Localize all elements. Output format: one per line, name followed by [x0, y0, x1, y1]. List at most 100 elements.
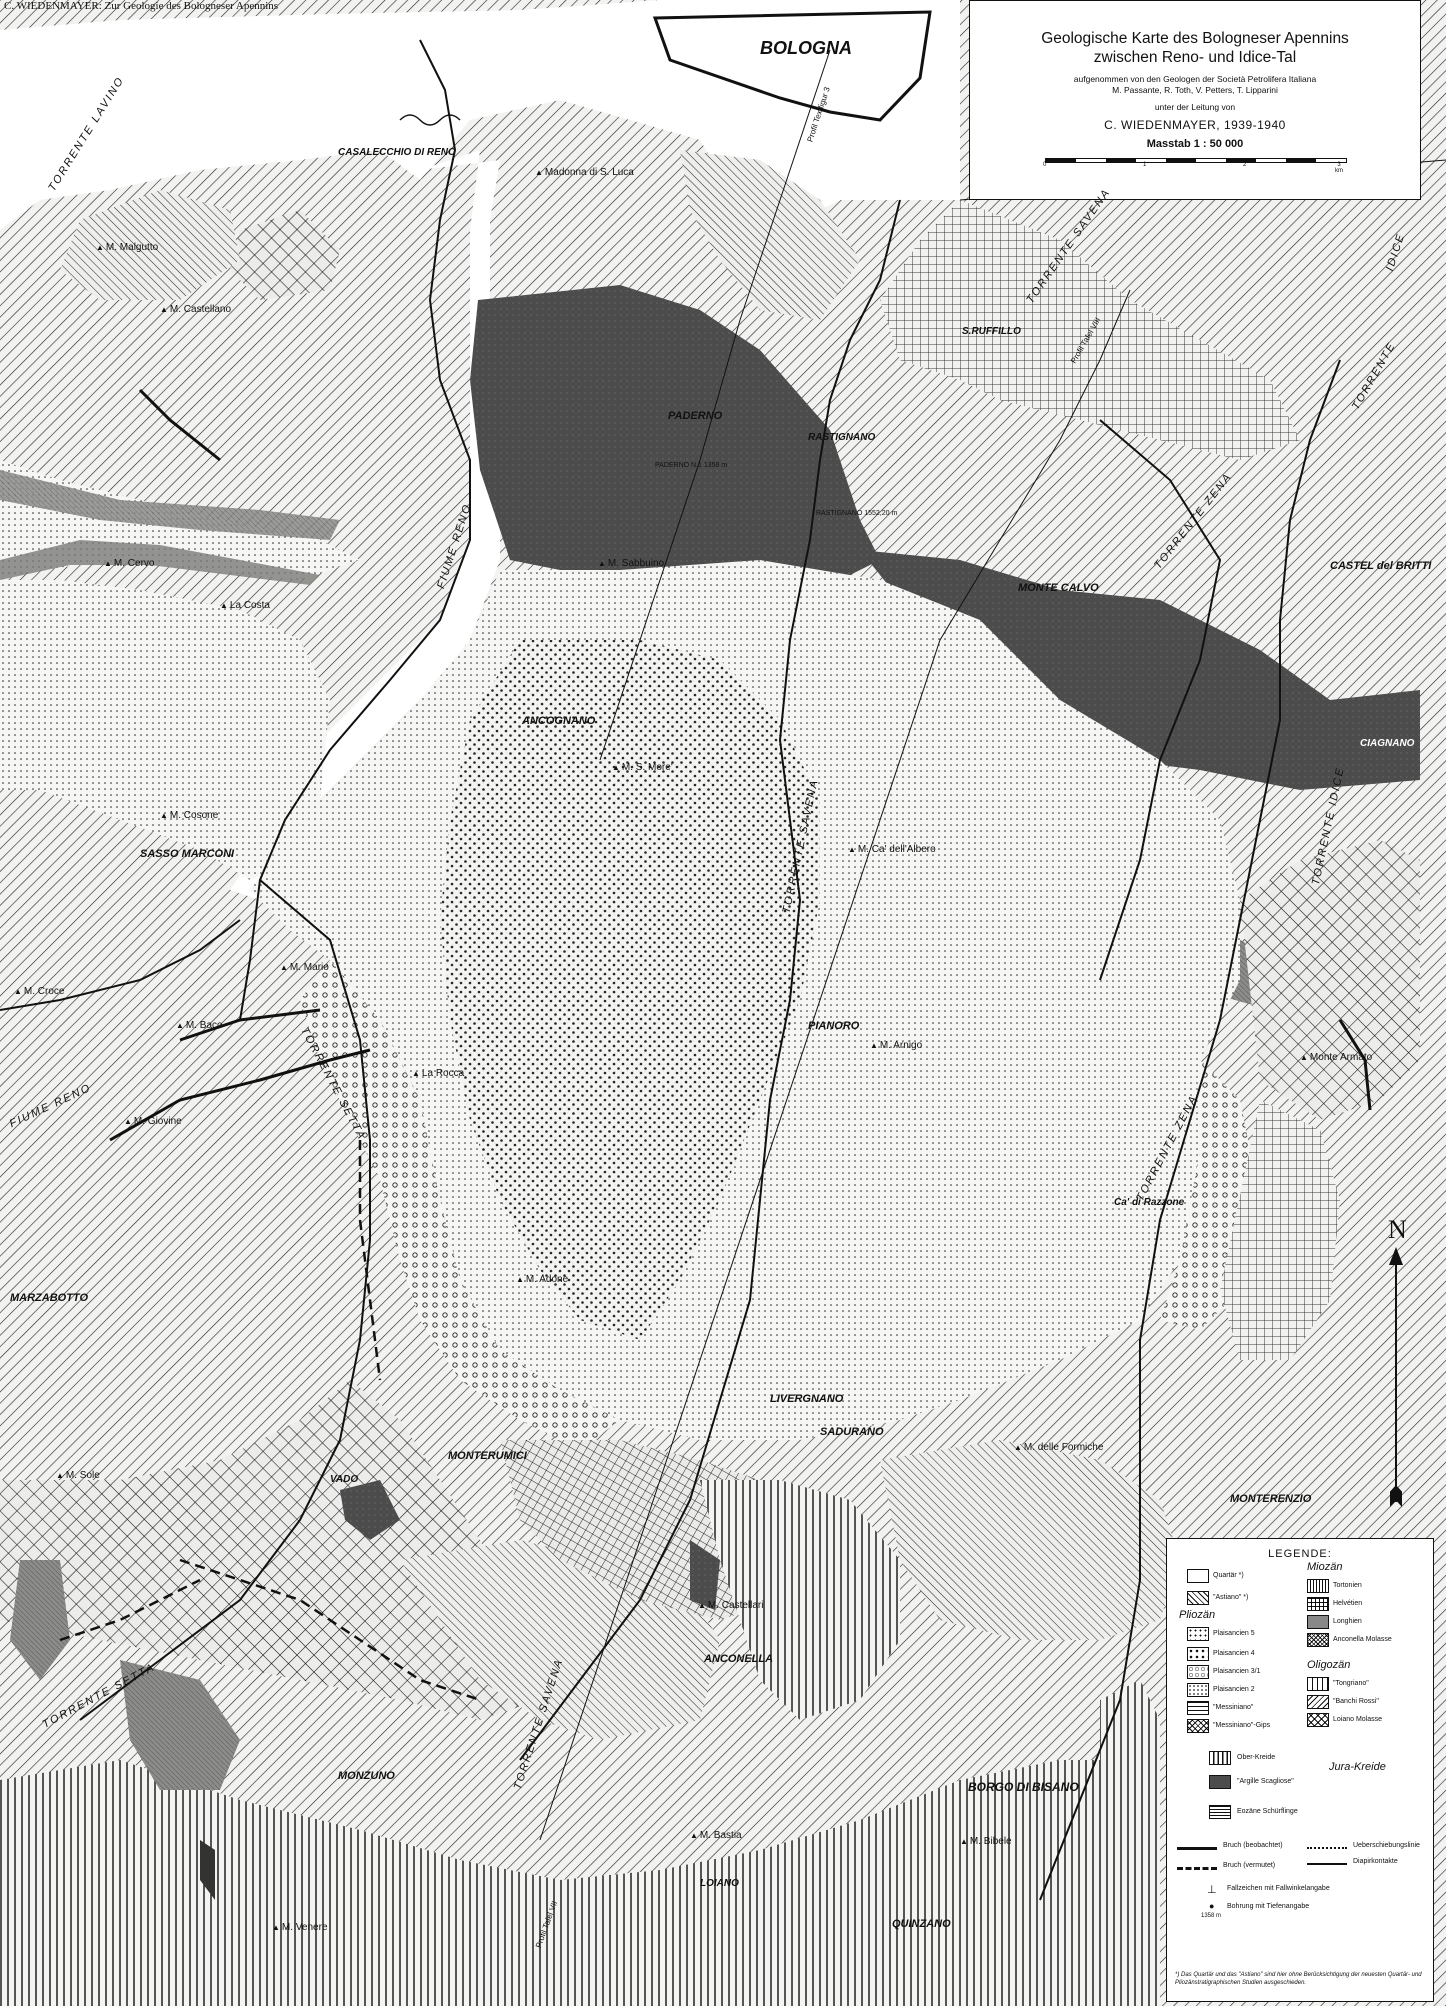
peak-s-more: ▲M. S. More'	[612, 762, 673, 773]
peak-cervo: ▲M. Cervo	[104, 558, 155, 569]
legend-bruch-beobachtet: Bruch (beobachtet)	[1223, 1842, 1283, 1849]
peak-castellari-label: M. Castellari	[707, 1600, 764, 1611]
scale-bar-graphic	[1045, 158, 1347, 163]
town-livergnano: LIVERGNANO	[770, 1393, 844, 1405]
legend-ueberschiebung: Ueberschiebungslinie	[1353, 1842, 1420, 1849]
peak-costa-label: La Costa	[229, 600, 270, 611]
swatch-plio2	[1187, 1683, 1209, 1697]
peak-formiche: ▲M. delle Formiche	[1014, 1442, 1104, 1453]
legend-argille: "Argille Scagliose"	[1237, 1778, 1294, 1785]
strike-dip-icon: ⊥	[1207, 1884, 1217, 1896]
town-castel-britti: CASTEL del BRITTI	[1330, 560, 1432, 572]
surveyors-line1: aufgenommen von den Geologen der Società…	[1073, 74, 1317, 84]
legend-plio31: Plaisancien 3/1	[1213, 1668, 1261, 1675]
direction-label: unter der Leitung von	[1154, 102, 1236, 112]
legend-plio2: Plaisancien 2	[1213, 1686, 1255, 1693]
symbol-diapir	[1307, 1863, 1347, 1865]
swatch-loiano-molasse	[1307, 1713, 1329, 1727]
town-marzabotto: MARZABOTTO	[10, 1292, 89, 1304]
swatch-helvetien	[1307, 1597, 1329, 1611]
scale-tick-1: 1	[1143, 162, 1147, 168]
legend-helvetien: Helvétien	[1333, 1600, 1363, 1607]
peak-ca-albero: ▲M. Ca' dell'Albero	[848, 844, 936, 855]
swatch-argille	[1209, 1775, 1231, 1789]
symbol-bruch-beobachtet	[1177, 1847, 1217, 1850]
town-pianoro: PIANORO	[808, 1020, 860, 1032]
symbol-bruch-vermutet	[1177, 1867, 1217, 1870]
peak-adone: ▲M. Adone	[516, 1274, 569, 1285]
journal-header: C. WIEDENMAYER: Zur Geologie des Bologne…	[4, 0, 279, 12]
legend-plio5: Plaisancien 5	[1213, 1630, 1255, 1637]
peak-castellano: ▲M. Castellano	[160, 304, 232, 315]
borehole-icon: ●	[1209, 1901, 1215, 1911]
map-title-line1: Geologische Karte des Bologneser Apennin…	[1041, 30, 1349, 47]
swatch-anconella-molasse	[1307, 1633, 1329, 1647]
town-ciagnano: CIAGNANO	[1360, 738, 1415, 749]
swatch-astiano	[1187, 1591, 1209, 1605]
town-sasso-marconi: SASSO MARCONI	[140, 848, 235, 860]
legend-bohrung: Bohrung mit Tiefenangabe	[1227, 1903, 1310, 1910]
peak-bastia: ▲M. Bastia	[690, 1830, 742, 1841]
surveyors-line2: M. Passante, R. Toth, V. Petters, T. Lip…	[1112, 85, 1278, 95]
scale-tick-0: 0	[1043, 162, 1047, 168]
peak-madonna-luca: ▲Madonna di S. Luca	[535, 167, 634, 178]
peak-madonna-luca-label: Madonna di S. Luca	[544, 167, 634, 178]
town-monterenzio: MONTERENZIO	[1230, 1493, 1312, 1505]
peak-sole: ▲M. Sole	[56, 1470, 100, 1481]
town-loiano: LOIANO	[700, 1878, 739, 1889]
legend-heading-miozan: Miozän	[1307, 1561, 1343, 1573]
peak-mario: ▲M. Mario	[280, 962, 329, 973]
peak-giovine: ▲M. Giovine	[124, 1116, 182, 1127]
legend-tortonien: Tortonien	[1333, 1582, 1362, 1589]
peak-malgutto: ▲M. Malgutto	[96, 242, 159, 253]
legend-longhien: Longhien	[1333, 1618, 1362, 1625]
peak-costa: ▲La Costa	[220, 600, 270, 611]
town-monzuno: MONZUNO	[338, 1770, 395, 1782]
town-monte-calvo: MONTE CALVO	[1018, 582, 1099, 594]
swatch-messiniano-gips	[1187, 1719, 1209, 1733]
map-title: Geologische Karte des Bologneser Apennin…	[970, 29, 1420, 67]
well-rastignano: RASTIGNANO 1552,20 m	[816, 510, 898, 517]
peak-s-more-label: M. S. More'	[621, 762, 673, 773]
town-borgo-bisano: BORGO DI BISANO	[968, 1780, 1079, 1794]
town-s-ruffillo: S.RUFFILLO	[962, 326, 1021, 337]
town-quinzano: QUINZANO	[892, 1918, 951, 1930]
peak-sabbuino: ▲M. Sabbuino	[598, 558, 665, 569]
town-anconella: ANCONELLA	[704, 1653, 774, 1665]
swatch-longhien	[1307, 1615, 1329, 1629]
author-line: C. WIEDENMAYER, 1939-1940	[1104, 118, 1286, 132]
legend-bruch-vermutet: Bruch (vermutet)	[1223, 1862, 1276, 1869]
town-casalecchio: CASALECCHIO DI RENO	[338, 147, 456, 158]
town-monterumici: MONTERUMICI	[448, 1450, 527, 1462]
title-box: Geologische Karte des Bologneser Apennin…	[969, 0, 1421, 200]
swatch-banchi-rossi	[1307, 1695, 1329, 1709]
peak-rocca: ▲La Rocca	[412, 1068, 465, 1079]
swatch-ober-kreide	[1209, 1751, 1231, 1765]
north-arrow-tail	[1390, 1485, 1402, 1507]
swatch-eozane	[1209, 1805, 1231, 1819]
swatch-tongriano	[1307, 1677, 1329, 1691]
north-arrow-icon: N	[1382, 1215, 1412, 1515]
peak-croce: ▲M. Croce	[14, 986, 65, 997]
legend-loiano-molasse: Loiano Molasse	[1333, 1716, 1383, 1723]
legend-anconella-molasse: Anconella Molasse	[1333, 1636, 1392, 1643]
peak-venere: ▲M. Venere	[272, 1922, 328, 1933]
north-arrow-head	[1389, 1247, 1403, 1265]
peak-arnigo: ▲M. Arnigo	[870, 1040, 923, 1051]
swatch-messiniano	[1187, 1701, 1209, 1715]
legend-plio4: Plaisancien 4	[1213, 1650, 1255, 1657]
town-ca-razzone: Ca' di Razzone	[1114, 1197, 1185, 1208]
peak-bibele: ▲M. Bibele	[960, 1836, 1012, 1847]
swatch-quartar	[1187, 1569, 1209, 1583]
peak-venere-label: M. Venere	[281, 1922, 328, 1933]
legend-depth-example: 1358 m	[1201, 1913, 1222, 1919]
peak-cosone: ▲M. Cosone	[160, 810, 219, 821]
scale-bar: 0 1 2 3 km	[1043, 156, 1347, 174]
legend-fallzeichen: Fallzeichen mit Fallwinkelangabe	[1227, 1885, 1330, 1892]
peak-bibele-label: M. Bibele	[969, 1836, 1012, 1847]
peak-adone-label: M. Adone	[525, 1274, 569, 1285]
town-ancognano: ANCOGNANO	[522, 715, 596, 727]
town-vado: VADO	[330, 1474, 359, 1485]
